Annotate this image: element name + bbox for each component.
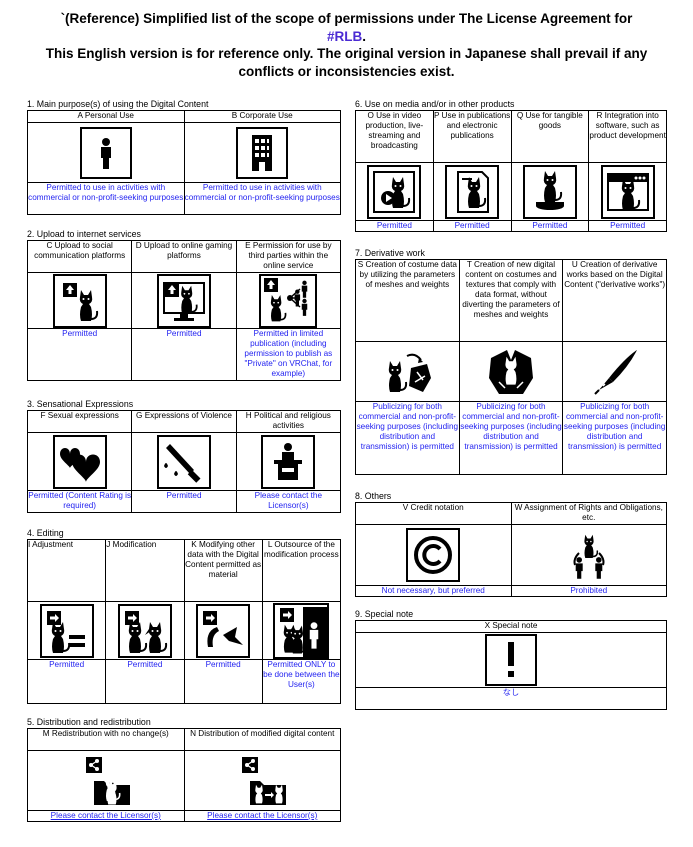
- section-editing: 4. Editing I Adjustment J Modification K…: [26, 528, 342, 704]
- status-political-religious: Please contact the Licensor(s): [235, 490, 342, 513]
- share-people-icon: [259, 273, 318, 328]
- section-sensational: 3. Sensational Expressions F Sexual expr…: [26, 399, 342, 513]
- knife-icon: [156, 434, 211, 489]
- header-disclaimer: This English version is for reference on…: [45, 46, 648, 79]
- status-modification: Permitted: [105, 659, 185, 704]
- costume-icon: [380, 344, 435, 399]
- header-line-1: `(Reference) Simplified list of the scop…: [60, 11, 633, 26]
- status-special-note: なし: [355, 687, 667, 710]
- label-gaming-upload: D Upload to online gaming platforms: [131, 240, 237, 273]
- share-folder-icon: [75, 753, 136, 808]
- section-title: 7. Derivative work: [355, 248, 425, 258]
- podium-icon: [261, 434, 316, 489]
- label-corporate-use: B Corporate Use: [183, 110, 341, 123]
- section-main-purpose: 1. Main purpose(s) of using the Digital …: [27, 99, 341, 215]
- share-modified-icon: [232, 753, 293, 808]
- costume-dark-icon: [483, 344, 538, 399]
- section-title: 6. Use on media and/or in other products: [355, 99, 515, 109]
- document-header: `(Reference) Simplified list of the scop…: [0, 10, 693, 80]
- label-social-upload: C Upload to social communication platfor…: [26, 240, 133, 273]
- section-title: 8. Others: [355, 491, 392, 501]
- label-modification: J Modification: [105, 539, 185, 602]
- label-personal-use: A Personal Use: [27, 110, 185, 123]
- status-outsource: Permitted ONLY to be done between the Us…: [261, 659, 342, 704]
- section-distribution: 5. Distribution and redistribution M Red…: [27, 717, 341, 822]
- status-third-party-use: Permitted in limited publication (includ…: [235, 328, 342, 381]
- status-new-digital-content: Publicizing for both commercial and non-…: [458, 401, 564, 475]
- label-distribution-modified: N Distribution of modified digital conte…: [183, 728, 341, 751]
- label-redistribution-no-change: M Redistribution with no change(s): [27, 728, 185, 751]
- label-software-integration: R Integration into software, such as pro…: [588, 110, 667, 163]
- section-media-products: 6. Use on media and/or in other products…: [355, 99, 667, 232]
- status-violence: Permitted: [131, 490, 237, 513]
- status-social-upload: Permitted: [26, 328, 133, 381]
- exclamation-icon: [485, 634, 537, 686]
- status-modifying-other-data: Permitted: [183, 659, 263, 704]
- pen-icon: [587, 344, 642, 399]
- copyright-icon: [406, 528, 461, 582]
- software-icon: [600, 164, 655, 219]
- video-icon: [367, 164, 422, 219]
- status-credit-notation: Not necessary, but preferred: [355, 585, 512, 597]
- label-derivative-works: U Creation of derivative works based on …: [562, 259, 667, 342]
- person-icon: [79, 126, 132, 179]
- section-upload: 2. Upload to internet services C Upload …: [26, 229, 342, 381]
- label-outsource: L Outsource of the modification process: [261, 539, 342, 602]
- label-credit-notation: V Credit notation: [355, 502, 512, 525]
- section-title: 4. Editing: [27, 528, 64, 538]
- hearts-icon: [52, 434, 107, 489]
- status-distribution-modified: Please contact the Licensor(s): [183, 810, 341, 822]
- label-costume-data: S Creation of costume data by utilizing …: [355, 259, 460, 342]
- transfer-rights-icon: [561, 528, 616, 582]
- modify-cat-icon: [117, 603, 172, 658]
- status-sexual-expressions: Permitted (Content Rating is required): [26, 490, 133, 513]
- status-tangible-goods: Permitted: [510, 220, 590, 232]
- adjust-equal-icon: [39, 603, 94, 658]
- modify-other-icon: [196, 603, 251, 658]
- section-title: 5. Distribution and redistribution: [27, 717, 151, 727]
- publication-icon: [445, 164, 500, 219]
- status-software-integration: Permitted: [588, 220, 667, 232]
- label-tangible-goods: Q Use for tangible goods: [510, 110, 590, 163]
- label-sexual-expressions: F Sexual expressions: [26, 410, 133, 433]
- status-adjustment: Permitted: [26, 659, 107, 704]
- status-corporate-use: Permitted to use in activities with comm…: [183, 182, 341, 215]
- label-third-party-use: E Permission for use by third parties wi…: [235, 240, 342, 273]
- status-personal-use: Permitted to use in activities with comm…: [27, 182, 185, 215]
- label-video-production: O Use in video production, live-streamin…: [355, 110, 434, 163]
- status-gaming-upload: Permitted: [131, 328, 237, 381]
- label-special-note: X Special note: [355, 620, 667, 633]
- rlb-hashtag[interactable]: #RLB: [326, 28, 363, 44]
- figure-icon: [522, 164, 577, 219]
- section-title: 1. Main purpose(s) of using the Digital …: [27, 99, 209, 109]
- section-title: 3. Sensational Expressions: [27, 399, 134, 409]
- building-icon: [236, 126, 289, 179]
- outsource-icon: [273, 602, 330, 659]
- label-publications: P Use in publications and electronic pub…: [432, 110, 512, 163]
- label-assignment-of-rights: W Assignment of Rights and Obligations, …: [510, 502, 667, 525]
- label-modifying-other-data: K Modifying other data with the Digital …: [183, 539, 263, 602]
- status-publications: Permitted: [432, 220, 512, 232]
- gaming-monitor-icon: [156, 273, 211, 328]
- status-derivative-works: Publicizing for both commercial and non-…: [562, 401, 667, 475]
- status-redistribution-no-change: Please contact the Licensor(s): [27, 810, 185, 822]
- label-adjustment: I Adjustment: [26, 539, 107, 602]
- label-political-religious: H Political and religious activities: [235, 410, 342, 433]
- section-derivative-work: 7. Derivative work S Creation of costume…: [355, 248, 667, 475]
- section-special-note: 9. Special note X Special note なし: [355, 609, 667, 710]
- upload-cat-icon: [52, 273, 107, 328]
- label-violence: G Expressions of Violence: [131, 410, 237, 433]
- status-assignment-of-rights: Prohibited: [510, 585, 667, 597]
- label-new-digital-content: T Creation of new digital content on cos…: [458, 259, 564, 342]
- section-title: 9. Special note: [355, 609, 414, 619]
- status-video-production: Permitted: [355, 220, 434, 232]
- section-title: 2. Upload to internet services: [27, 229, 141, 239]
- section-others: 8. Others V Credit notation W Assignment…: [355, 491, 667, 597]
- status-costume-data: Publicizing for both commercial and non-…: [355, 401, 460, 475]
- header-tag-line: #RLB.: [326, 28, 367, 44]
